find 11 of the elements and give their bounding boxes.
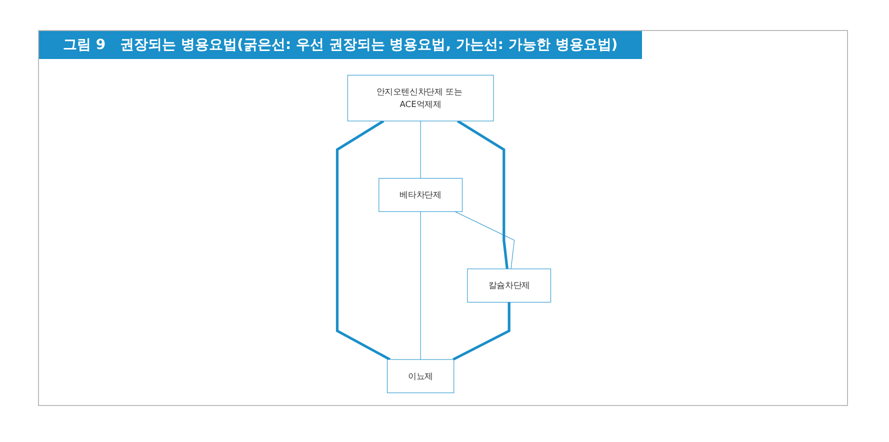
- node-box: 베타차단제: [378, 178, 462, 212]
- connector: [454, 211, 515, 270]
- connector: [456, 120, 508, 270]
- node-box: 안지오텐신차단제 또는 ACE억제제: [347, 74, 494, 122]
- connector: [452, 302, 510, 361]
- node-box: 이뇨제: [386, 359, 454, 394]
- figure-title: 그림 9 권장되는 병용요법(굵은선: 우선 권장되는 병용요법, 가는선: 가능한 병용요법): [39, 31, 642, 59]
- connector: [420, 120, 421, 179]
- connector: [336, 120, 391, 361]
- node-box: 칼슘차단제: [467, 268, 552, 302]
- connector: [420, 211, 421, 360]
